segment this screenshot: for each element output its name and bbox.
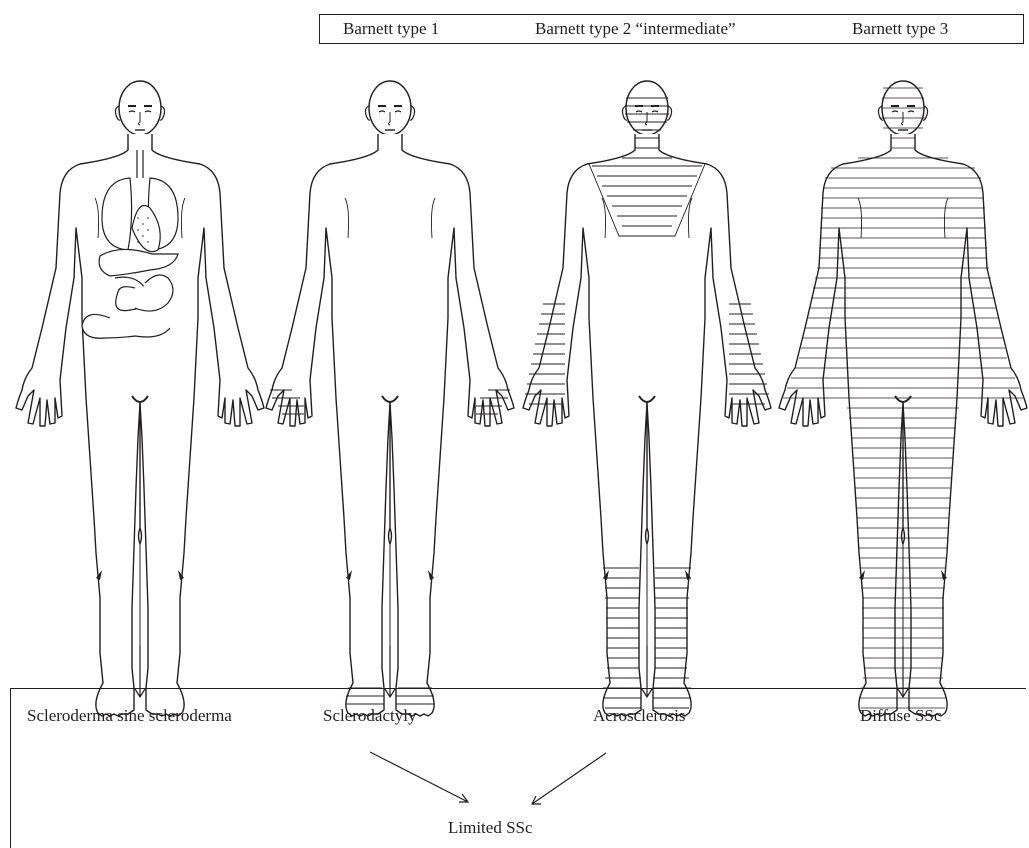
label-acrosclerosis: Acrosclerosis xyxy=(593,706,686,726)
figure-acrosclerosis xyxy=(523,81,771,716)
label-limited-ssc: Limited SSc xyxy=(448,818,533,838)
figure-sclerodactyly xyxy=(266,81,514,716)
label-diffuse-ssc: Diffuse SSc xyxy=(860,706,941,726)
figure-ssss xyxy=(16,81,264,716)
figure-diffuse xyxy=(779,81,1027,716)
label-sclerodactyly: Sclerodactyly xyxy=(323,706,416,726)
label-scleroderma-sine-scleroderma: Scleroderma sine scleroderma xyxy=(27,706,232,726)
